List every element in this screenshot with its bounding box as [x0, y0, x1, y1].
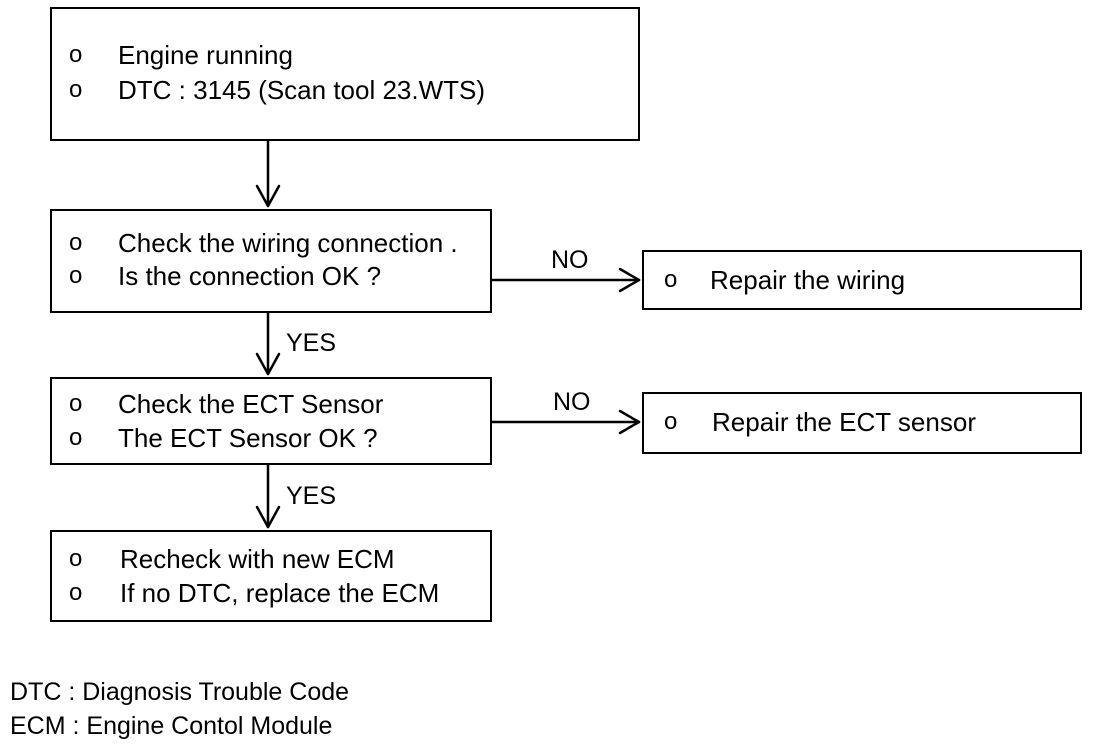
start-item-dtc-code: DTC : 3145 (Scan tool 23.WTS)	[118, 75, 486, 105]
recheck-ecm-box: o Recheck with new ECM o If no DTC, repl…	[50, 530, 492, 622]
wiring-item-question: Is the connection OK ?	[118, 261, 382, 291]
recheck-item-new-ecm: Recheck with new ECM	[120, 544, 395, 574]
bullet-marker: o	[69, 545, 83, 572]
arrowhead-start-to-wiring	[255, 184, 281, 208]
repair-ect-sensor-box: o Repair the ECT sensor	[642, 392, 1082, 454]
arrowhead-wiring-to-ect	[255, 352, 281, 376]
legend-ecm: ECM : Engine Contol Module	[10, 712, 333, 740]
recheck-item-replace-ecm: If no DTC, replace the ECM	[120, 578, 440, 608]
edge-label-no-ect: NO	[553, 388, 591, 416]
arrowhead-ect-to-recheck	[255, 505, 281, 529]
edge-label-yes-wiring: YES	[286, 329, 337, 357]
bullet-marker: o	[69, 262, 83, 289]
check-wiring-box: o Check the wiring connection . o Is the…	[50, 209, 492, 313]
edge-label-yes-ect: YES	[286, 482, 337, 510]
repair-wiring-item: Repair the wiring	[710, 265, 906, 295]
bullet-marker: o	[664, 408, 678, 435]
repair-ect-item: Repair the ECT sensor	[712, 407, 976, 437]
check-ect-sensor-box: o Check the ECT Sensor o The ECT Sensor …	[50, 377, 492, 465]
bullet-marker: o	[664, 266, 678, 293]
repair-wiring-box: o Repair the wiring	[642, 250, 1082, 310]
bullet-marker: o	[69, 424, 83, 451]
arrowhead-ect-to-repair	[618, 409, 641, 435]
edge-label-no-wiring: NO	[551, 246, 589, 274]
start-condition-box: o Engine running o DTC : 3145 (Scan tool…	[50, 7, 640, 141]
bullet-marker: o	[69, 41, 83, 68]
wiring-item-check: Check the wiring connection .	[118, 228, 458, 258]
ect-item-question: The ECT Sensor OK ?	[118, 423, 378, 453]
legend-dtc: DTC : Diagnosis Trouble Code	[10, 678, 350, 706]
start-item-engine-running: Engine running	[118, 40, 293, 70]
bullet-marker: o	[69, 229, 83, 256]
bullet-marker: o	[69, 76, 83, 103]
ect-item-check: Check the ECT Sensor	[118, 389, 384, 419]
bullet-marker: o	[69, 579, 83, 606]
bullet-marker: o	[69, 390, 83, 417]
arrowhead-wiring-to-repair	[618, 267, 641, 293]
